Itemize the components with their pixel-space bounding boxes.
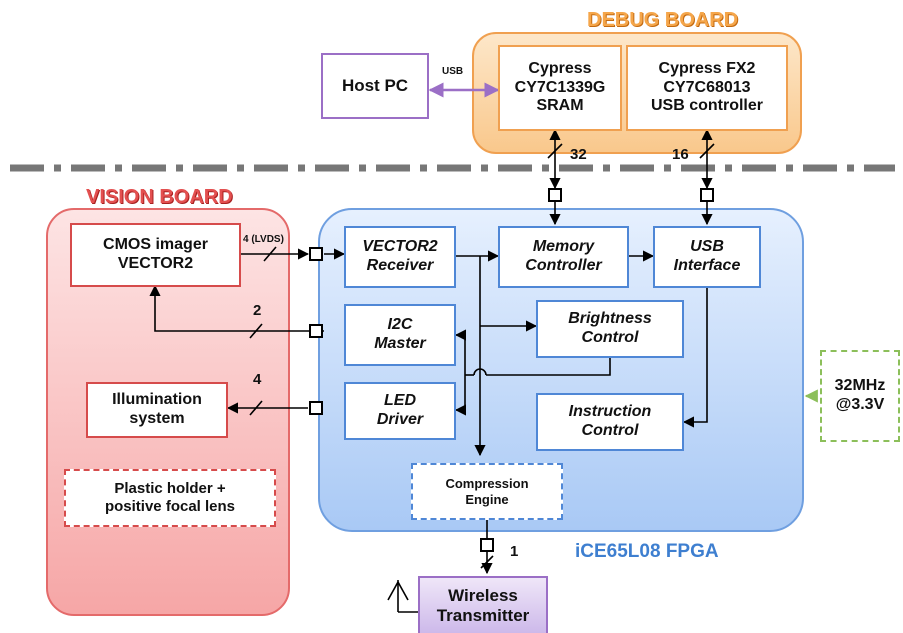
instruction-control-label: Instruction Control [568, 403, 652, 439]
cmos-imager-label: CMOS imager VECTOR2 [103, 236, 208, 272]
sram-bus-width: 32 [570, 146, 587, 163]
wireless-port [480, 538, 494, 552]
brightness-control-block: Brightness Control [536, 300, 684, 358]
compression-engine-block: Compression Engine [411, 463, 563, 520]
cmos-imager-block: CMOS imager VECTOR2 [70, 223, 241, 287]
usb-controller-block: Cypress FX2 CY7C68013 USB controller [626, 45, 788, 131]
led-driver-block: LED Driver [344, 382, 456, 440]
usb-interface-block: USB Interface [653, 226, 761, 288]
host-pc-label: Host PC [341, 75, 409, 95]
host-pc-block: Host PC [321, 53, 429, 119]
vector2-receiver-block: VECTOR2 Receiver [344, 226, 456, 288]
plastic-holder-block: Plastic holder + positive focal lens [64, 469, 276, 527]
vector2-receiver-label: VECTOR2 Receiver [362, 238, 438, 274]
i2c-master-label: I2C Master [374, 316, 426, 352]
wireless-slash [480, 555, 494, 569]
instruction-control-block: Instruction Control [536, 393, 684, 451]
usb-bus-width: 16 [672, 146, 689, 163]
wireless-transmitter-block: Wireless Transmitter [418, 576, 548, 633]
illumination-block: Illumination system [86, 382, 228, 438]
fpga-label: iCE65L08 FPGA [575, 541, 719, 562]
memory-controller-label: Memory Controller [525, 238, 602, 274]
lvds-bus-width: 4 (LVDS) [243, 234, 284, 245]
brightness-control-label: Brightness Control [568, 310, 652, 346]
clock-label: 32MHz @3.3V [834, 377, 886, 413]
vision-board-label: VISION BOARD [86, 186, 233, 208]
usb-port [700, 188, 714, 202]
wireless-bus-width: 1 [510, 543, 519, 560]
wireless-transmitter-label: Wireless Transmitter [436, 586, 530, 626]
memory-controller-block: Memory Controller [498, 226, 629, 288]
usb-controller-label: Cypress FX2 CY7C68013 USB controller [650, 59, 763, 115]
usb-link-label: USB [442, 66, 464, 77]
debug-board-label: DEBUG BOARD [587, 9, 739, 31]
compression-engine-label: Compression Engine [445, 476, 529, 507]
plastic-holder-label: Plastic holder + positive focal lens [104, 480, 236, 515]
antenna-icon [387, 580, 418, 613]
led-bus-width: 4 [253, 371, 262, 388]
led-port [309, 401, 323, 415]
sram-port [548, 188, 562, 202]
i2c-master-block: I2C Master [344, 304, 456, 366]
usb-interface-label: USB Interface [673, 238, 741, 274]
sram-label: Cypress CY7C1339G SRAM [514, 59, 606, 115]
i2c-bus-width: 2 [253, 302, 262, 319]
illumination-label: Illumination system [112, 391, 202, 427]
sram-block: Cypress CY7C1339G SRAM [498, 45, 622, 131]
led-driver-label: LED Driver [376, 392, 424, 428]
i2c-port [309, 324, 323, 338]
lvds-port [309, 247, 323, 261]
clock-block: 32MHz @3.3V [820, 350, 900, 442]
